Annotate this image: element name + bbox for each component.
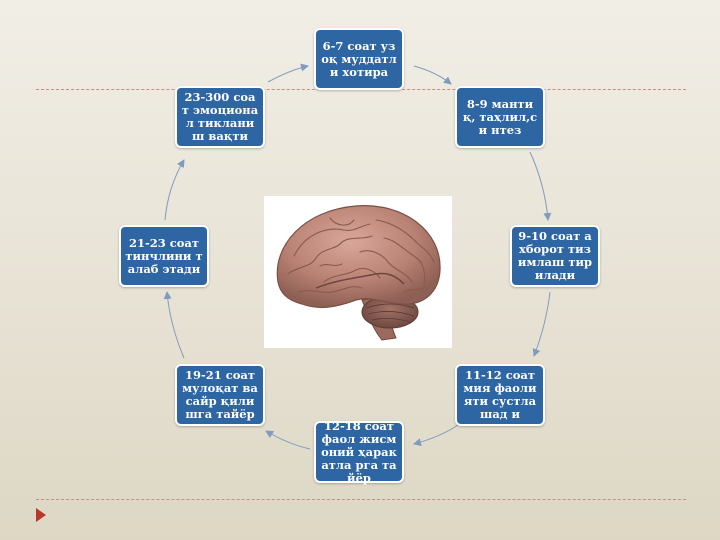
node-logic-analysis: 8-9 мантиқ, таҳлил,си нтез — [455, 86, 545, 148]
node-label: 12-18 соат фаол жисмоний ҳаракатла рга т… — [321, 418, 397, 485]
arrow-n8-n1 — [267, 63, 309, 83]
node-communication-walk: 19-21 соат мулоқат ва сайр қилишга тайёр — [175, 364, 265, 426]
node-information-systematization: 9-10 соат ахборот тизимлаш тирилади — [510, 225, 600, 287]
node-long-term-memory: 6-7 соат узоқ муддатли хотира — [314, 28, 404, 90]
brain-image — [264, 196, 452, 348]
node-emotional-recovery: 23-300 соат эмоциона л тикланиш вақти — [175, 86, 265, 148]
arrow-n3-n4 — [532, 291, 551, 357]
arrow-n5-n6 — [265, 430, 311, 450]
node-label: 23-300 соат эмоциона л тикланиш вақти — [181, 90, 259, 143]
node-physical-activity: 12-18 соат фаол жисмоний ҳаракатла рга т… — [314, 418, 404, 485]
arrow-n4-n5 — [413, 424, 459, 447]
node-label: 8-9 мантиқ, таҳлил,си нтез — [462, 96, 538, 137]
node-label: 11-12 соат мия фаолияти сустлашад и — [463, 368, 537, 421]
node-label: 21-23 соат тинчлини талаб этади — [125, 235, 203, 276]
arrow-n2-n3 — [529, 151, 552, 221]
slide-marker-icon — [36, 508, 46, 522]
arrow-n7-n8 — [164, 159, 185, 221]
node-label: 19-21 соат мулоқат ва сайр қилишга тайёр — [182, 368, 258, 421]
arrow-n6-n7 — [163, 291, 185, 359]
node-requires-quiet: 21-23 соат тинчлини талаб этади — [119, 225, 209, 287]
node-label: 6-7 соат узоқ муддатли хотира — [321, 38, 397, 79]
node-label: 9-10 соат ахборот тизимлаш тирилади — [517, 229, 593, 282]
arrow-n1-n2 — [413, 65, 452, 85]
bottom-dashed-divider — [36, 499, 686, 500]
node-brain-activity-slows: 11-12 соат мия фаолияти сустлашад и — [455, 364, 545, 426]
